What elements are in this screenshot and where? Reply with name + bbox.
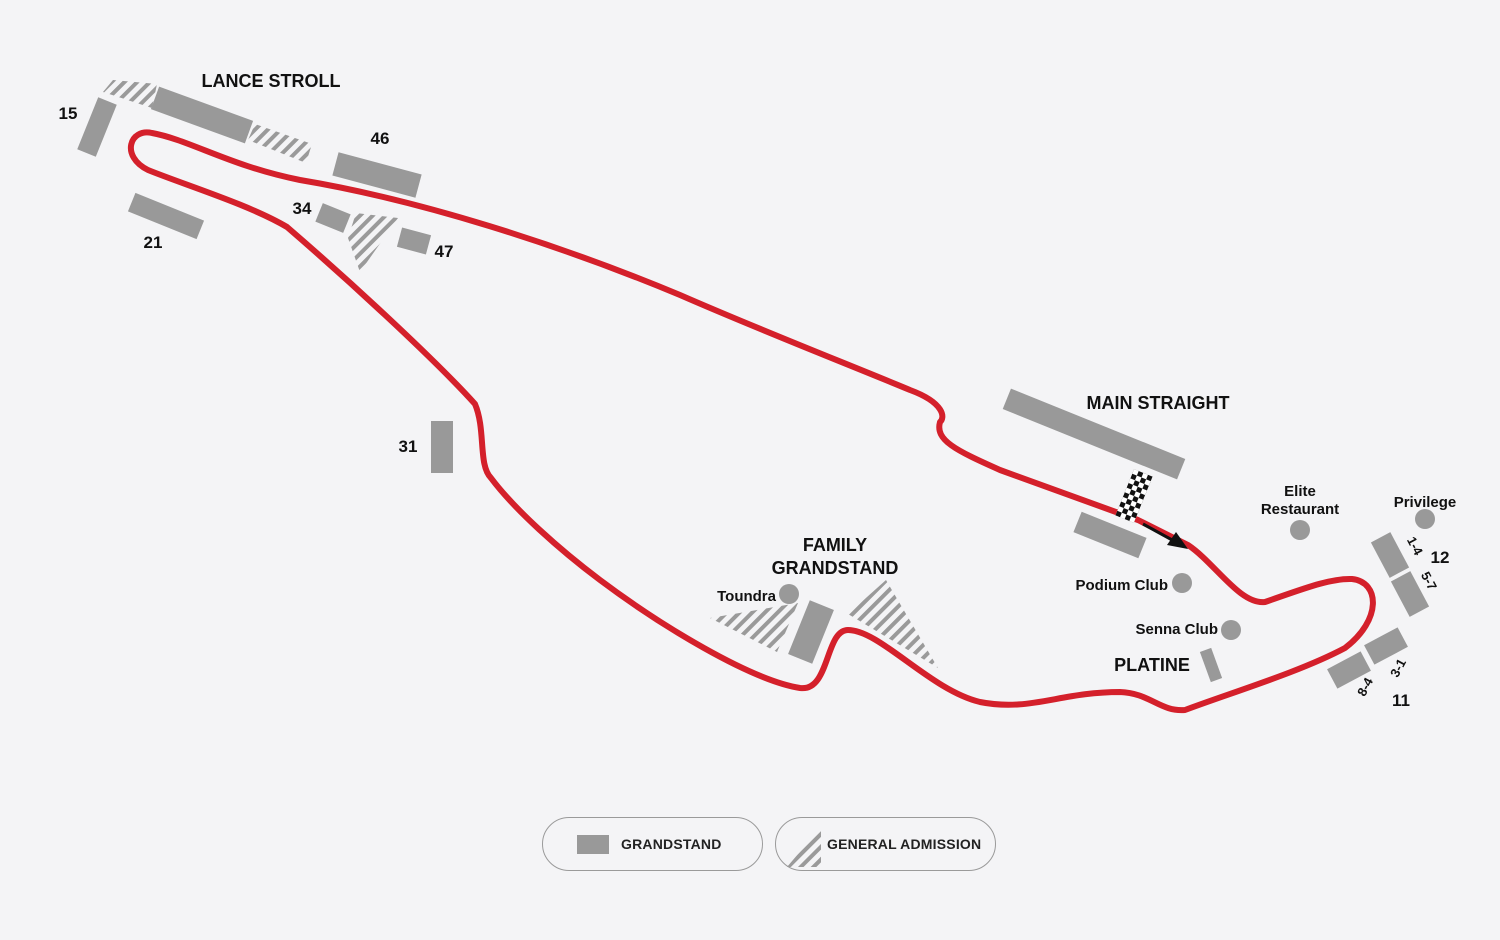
number-47: 47	[435, 242, 454, 261]
label-toundra: Toundra	[717, 588, 777, 605]
hospitality-points	[779, 509, 1435, 640]
label-family-line1: FAMILY	[803, 535, 867, 555]
number-11: 11	[1392, 691, 1410, 710]
grandstand-main-straight[interactable]	[1002, 388, 1186, 480]
ga-lance-stroll-left[interactable]	[103, 80, 157, 108]
ga-family-left[interactable]	[710, 603, 798, 652]
race-direction-arrow	[1142, 522, 1188, 549]
number-15: 15	[59, 104, 78, 123]
grandstand-46[interactable]	[332, 152, 422, 198]
general-admission-swatch-icon	[787, 827, 821, 867]
legend-general-admission-label: GENERAL ADMISSION	[827, 836, 982, 852]
elite-restaurant-marker[interactable]	[1290, 520, 1310, 540]
grandstand-lance-stroll[interactable]	[150, 86, 254, 144]
number-21: 21	[144, 233, 163, 252]
grandstand-47[interactable]	[396, 227, 432, 255]
label-senna-club: Senna Club	[1135, 621, 1218, 638]
number-46: 46	[371, 129, 390, 148]
number-34: 34	[293, 199, 312, 218]
number-3-1: 3-1	[1387, 656, 1409, 680]
legend-grandstand-label: GRANDSTAND	[621, 836, 722, 852]
grandstand-swatch-icon	[577, 834, 609, 854]
privilege-marker[interactable]	[1415, 509, 1435, 529]
ga-34-47[interactable]	[348, 213, 398, 272]
ga-family-right[interactable]	[848, 580, 938, 668]
senna-club-marker[interactable]	[1221, 620, 1241, 640]
label-family-line2: GRANDSTAND	[772, 558, 899, 578]
general-admission-areas	[103, 80, 938, 668]
number-8-4: 8-4	[1354, 674, 1376, 698]
number-12: 12	[1431, 548, 1450, 567]
race-track	[127, 129, 1376, 714]
grandstand-15[interactable]	[77, 97, 117, 157]
grandstand-podium[interactable]	[1073, 511, 1147, 559]
toundra-marker[interactable]	[779, 584, 799, 604]
grandstands	[77, 86, 1430, 689]
grandstand-1-4[interactable]	[1370, 532, 1410, 578]
grandstand-21[interactable]	[127, 192, 205, 240]
podium-club-marker[interactable]	[1172, 573, 1192, 593]
legend-grandstand: GRANDSTAND	[542, 817, 763, 871]
label-privilege: Privilege	[1394, 494, 1457, 511]
start-finish-flag	[1115, 469, 1153, 523]
label-elite-line1: Elite	[1284, 483, 1316, 500]
label-lance-stroll: LANCE STROLL	[202, 71, 341, 91]
label-platine: PLATINE	[1114, 655, 1190, 675]
grandstand-platine[interactable]	[1199, 647, 1223, 683]
number-1-4: 1-4	[1404, 534, 1426, 558]
label-main-straight: MAIN STRAIGHT	[1087, 393, 1230, 413]
grandstand-3-1[interactable]	[1364, 627, 1408, 665]
label-elite-line2: Restaurant	[1261, 501, 1339, 518]
label-podium-club: Podium Club	[1076, 577, 1169, 594]
legend-general-admission: GENERAL ADMISSION	[775, 817, 996, 871]
ga-lance-stroll-right[interactable]	[248, 124, 312, 163]
grandstand-8-4[interactable]	[1327, 651, 1371, 689]
grandstand-34[interactable]	[315, 203, 351, 233]
grandstand-5-7[interactable]	[1390, 571, 1430, 617]
number-31: 31	[399, 437, 418, 456]
number-5-7: 5-7	[1418, 569, 1440, 593]
grandstand-family[interactable]	[788, 600, 834, 664]
grandstand-31[interactable]	[431, 421, 453, 473]
